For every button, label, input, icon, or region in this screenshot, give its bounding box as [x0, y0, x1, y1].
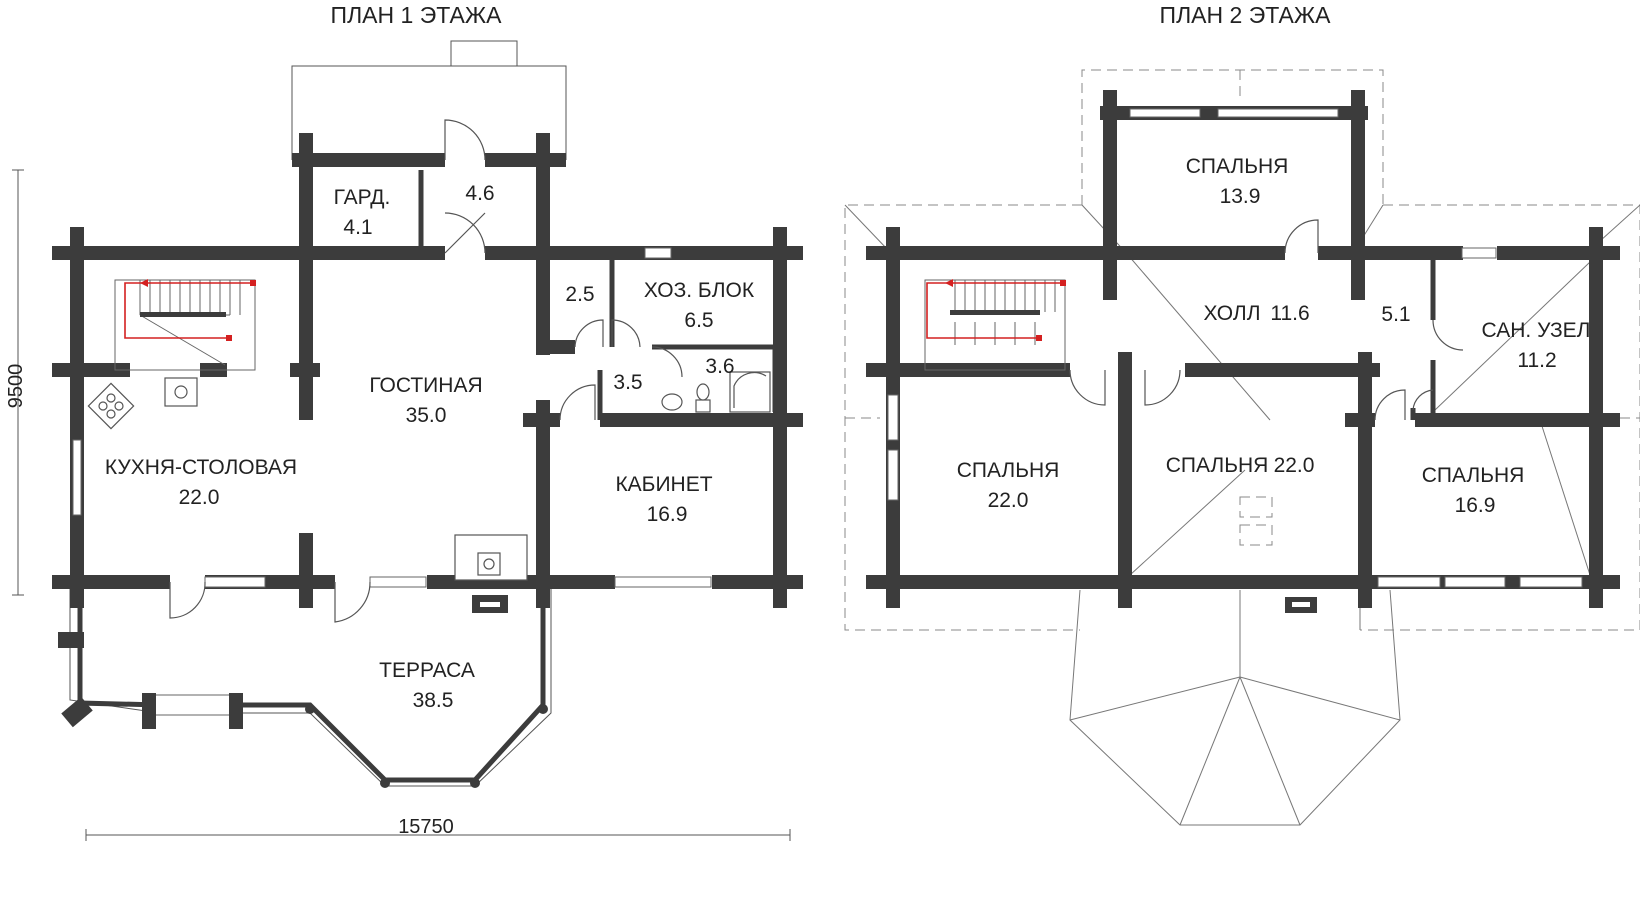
first-floor-doors: [169, 119, 683, 623]
first-floor-stair: [114, 279, 256, 371]
second-floor-title: ПЛАН 2 ЭТАЖА: [1160, 2, 1332, 28]
room-bath-area: 3.6: [705, 355, 734, 378]
room-living-area: 35.0: [406, 404, 447, 427]
bathroom-fixtures: [661, 371, 771, 413]
room-terrace-area: 38.5: [413, 689, 454, 712]
room-bed-left-area: 22.0: [988, 489, 1029, 512]
second-floor-stair: [924, 279, 1066, 371]
room-utility-area: 6.5: [684, 309, 713, 332]
room-hall-name: ХОЛЛ: [1204, 302, 1261, 325]
dimension-height: 9500: [5, 364, 27, 409]
dimension-lines: [12, 169, 791, 841]
room-hall-area: 3.5: [613, 371, 642, 394]
room-wc-area: 11.2: [1517, 349, 1556, 372]
room-storage-area: 2.5: [565, 283, 594, 306]
porch-roof: [1069, 589, 1401, 826]
room-kitchen-area: 22.0: [179, 486, 220, 509]
room-living-name: ГОСТИНАЯ: [369, 374, 482, 397]
room-wc-name: САН. УЗЕЛ: [1482, 319, 1591, 342]
first-floor-title: ПЛАН 1 ЭТАЖА: [331, 2, 503, 28]
dimension-width: 15750: [398, 816, 454, 838]
room-bed-mid-name: СПАЛЬНЯ: [1166, 454, 1269, 477]
room-kitchen-name: КУХНЯ-СТОЛОВАЯ: [105, 456, 297, 479]
chimney-and-skylights: [1239, 496, 1317, 613]
entrance-porch-outline: [291, 40, 567, 160]
room-bed-right-name: СПАЛЬНЯ: [1422, 464, 1525, 487]
room-gard-name: ГАРД.: [334, 186, 391, 209]
fireplace: [454, 534, 528, 613]
room-gard-area: 4.1: [343, 216, 372, 239]
room-bed-top-area: 13.9: [1220, 185, 1261, 208]
room-bed-top-name: СПАЛЬНЯ: [1186, 155, 1289, 178]
room-bed-mid-area: 22.0: [1274, 454, 1315, 477]
room-cabinet-area: 16.9: [647, 503, 688, 526]
first-floor-plan: ПЛАН 1 ЭТАЖА: [5, 2, 803, 841]
room-bed-right-area: 16.9: [1455, 494, 1496, 517]
second-floor-plan: ПЛАН 2 ЭТАЖА: [844, 2, 1640, 826]
room-terrace-name: ТЕРРАСА: [379, 659, 475, 682]
room-hall-area: 11.6: [1270, 302, 1309, 325]
second-floor-doors: [1069, 219, 1464, 421]
terrace-railing: [58, 585, 552, 788]
second-floor-windows: [887, 108, 1583, 588]
room-vestibule-area: 4.6: [465, 182, 494, 205]
first-floor-walls: [52, 133, 803, 608]
second-floor-walls: [866, 90, 1620, 608]
room-small-area: 5.1: [1381, 303, 1410, 326]
kitchen-fixtures: [87, 377, 198, 430]
room-cabinet-name: КАБИНЕТ: [615, 473, 712, 496]
room-bed-left-name: СПАЛЬНЯ: [957, 459, 1060, 482]
room-utility-name: ХОЗ. БЛОК: [644, 279, 755, 302]
